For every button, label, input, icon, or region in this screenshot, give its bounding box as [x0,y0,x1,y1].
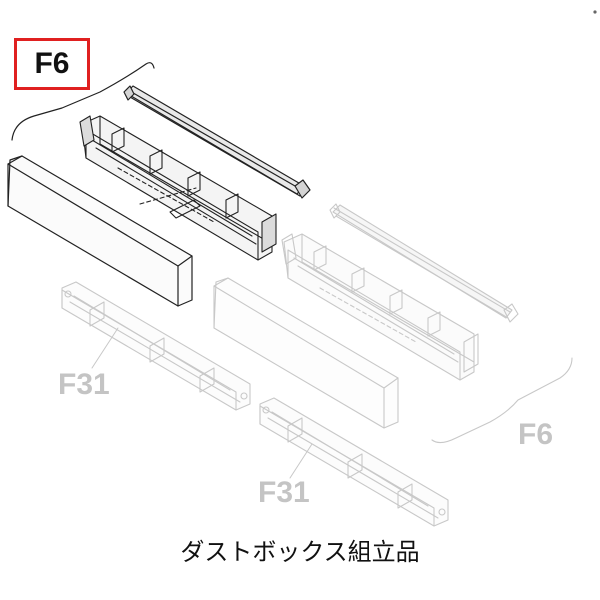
f6-cover-rod [123,85,311,199]
ghost-dust-box-frame [281,233,479,381]
ghost-cover-rod [329,203,519,323]
f6-callout-label: F6 [14,38,90,90]
f6-front-panel [7,155,193,307]
f6-dust-box-frame [79,115,277,261]
f6-group-bracket [11,62,155,141]
corner-mark [593,10,597,14]
ghost-front-panel [213,277,399,429]
diagram-caption: ダストボックス組立品 [180,538,420,566]
f31-rail-lower [259,397,449,527]
f31-lower-leader [289,443,313,479]
ghost-f6-group-bracket [431,357,573,444]
f31-label-lower: F31 [258,476,310,509]
f31-label-upper: F31 [58,368,110,401]
f31-rail-upper [61,281,251,411]
f6-label-lower: F6 [518,418,554,451]
f31-upper-leader [91,327,119,369]
